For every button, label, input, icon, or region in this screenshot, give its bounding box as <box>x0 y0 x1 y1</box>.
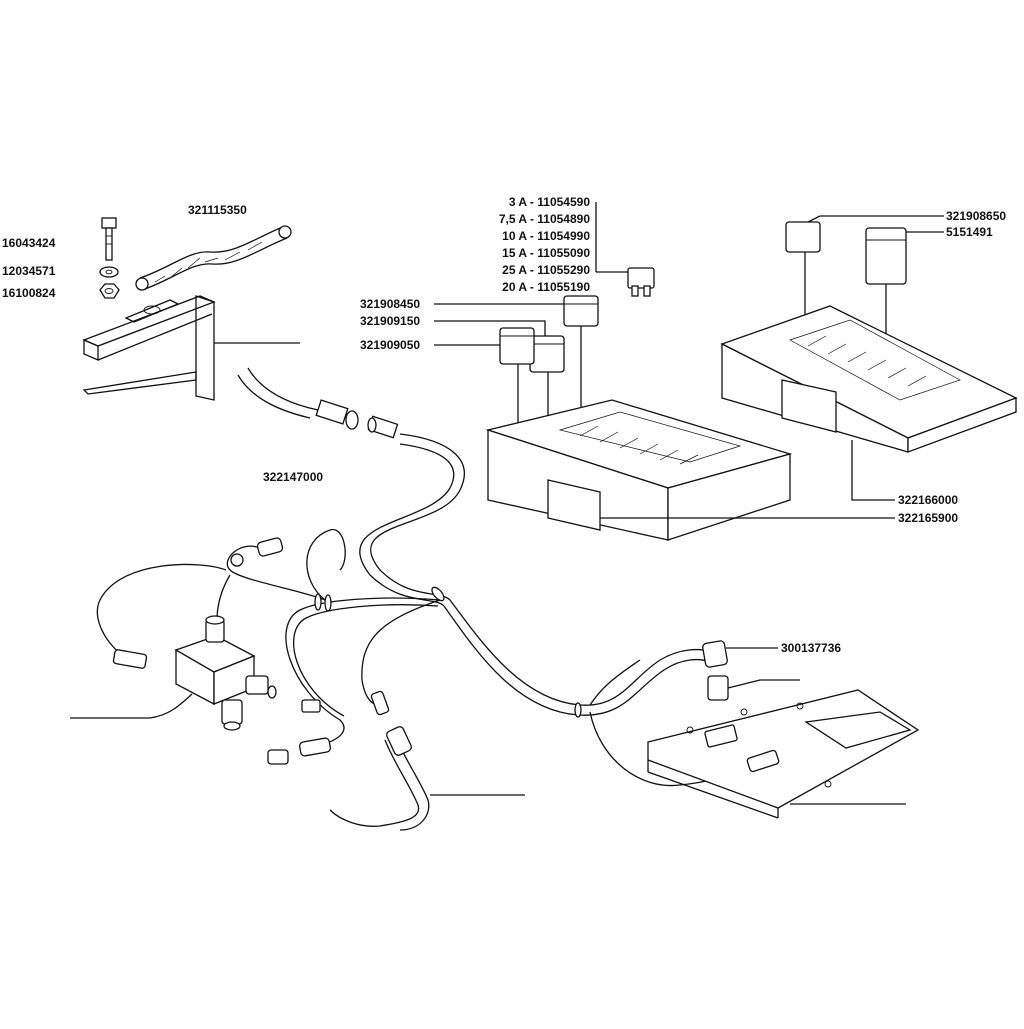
plate-drawing <box>647 689 920 819</box>
fuse-7-5a-label: 7,5 A - 11054890 <box>498 212 590 226</box>
fuse-25a-label: 25 A - 11055290 <box>502 263 590 277</box>
valve-block-drawing <box>70 615 277 731</box>
relay-e-label: 5151491 <box>946 225 993 239</box>
fuse-15a-label: 15 A - 11055090 <box>502 246 590 260</box>
relay-c-label: 321909050 <box>360 338 421 352</box>
washer-drawing <box>99 266 119 278</box>
strap-label: 321115350 <box>188 203 247 217</box>
nut-drawing <box>99 283 120 299</box>
washer-label: 12034571 <box>2 264 56 278</box>
fusebox-front-drawing <box>485 399 895 541</box>
fuse-10a-label: 10 A - 11054990 <box>502 229 590 243</box>
relay-d-label: 321908650 <box>946 209 1007 223</box>
fuse-3a-label: 3 A - 11054590 <box>508 195 590 209</box>
fusebox-a-label: 322166000 <box>898 493 959 507</box>
bracket-drawing <box>82 295 300 401</box>
relay-b-label: 321909150 <box>360 314 421 328</box>
bolt-label: 16043424 <box>2 236 56 250</box>
relay-a-label: 321908450 <box>360 297 421 311</box>
harness-label: 322147000 <box>263 470 324 484</box>
fuse-20a-label: 20 A - 11055190 <box>502 280 590 294</box>
fuse-drawing <box>595 202 655 297</box>
nut-label: 16100824 <box>2 286 56 300</box>
bolt-drawing <box>101 217 117 261</box>
fusebox-back-drawing <box>720 305 1018 501</box>
sender-drawing <box>702 640 800 701</box>
sender-label: 300137736 <box>781 641 842 655</box>
strap-drawing <box>135 225 292 291</box>
harness-drawing <box>96 367 746 831</box>
fusebox-b-label: 322165900 <box>898 511 959 525</box>
